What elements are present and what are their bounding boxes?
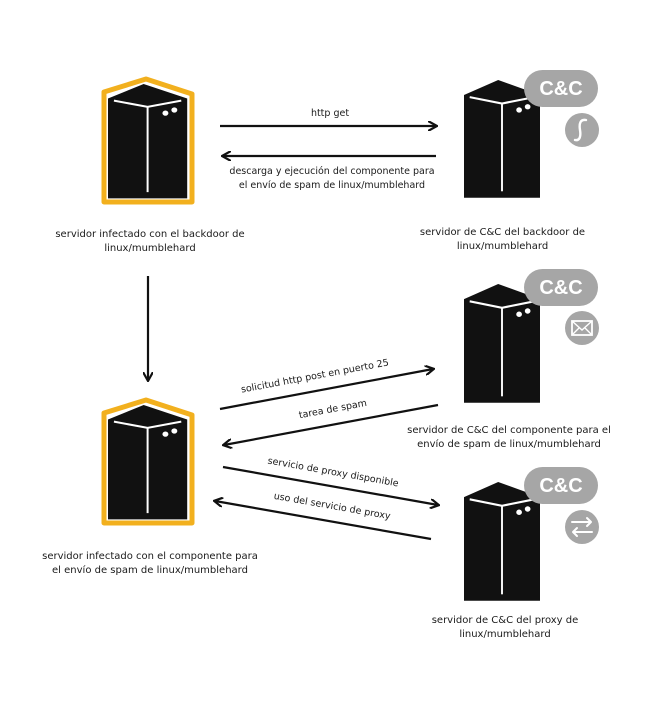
label-cc-proxy-line2: linux/mumblehard xyxy=(459,629,551,640)
arrow-label-download-line2: el envío de spam de linux/mumblehard xyxy=(238,180,426,191)
arrow-proxy-available xyxy=(222,465,438,505)
label-cc-backdoor: servidor de C&C del backdoor de linux/mu… xyxy=(400,226,605,254)
label-cc-spam: servidor de C&C del componente para el e… xyxy=(398,424,620,452)
svg-text:C&C: C&C xyxy=(539,475,582,497)
arrow-label-download: descarga y ejecución del componente para… xyxy=(218,165,446,193)
cc-server-proxy xyxy=(462,480,542,602)
cc-badge-proxy: C&C xyxy=(524,467,598,504)
label-infected-spam-line2: el envío de spam de linux/mumblehard xyxy=(52,565,248,576)
label-cc-backdoor-line2: linux/mumblehard xyxy=(456,241,549,252)
label-cc-proxy: servidor de C&C del proxy de linux/mumbl… xyxy=(405,614,605,642)
label-cc-backdoor-line1: servidor de C&C del backdoor de xyxy=(419,227,586,238)
label-infected-backdoor: servidor infectado con el backdoor de li… xyxy=(40,228,260,256)
arrow-http-post xyxy=(219,369,433,411)
cc-badge-backdoor: C&C xyxy=(524,70,598,107)
label-infected-backdoor-line2: linux/mumblehard xyxy=(104,243,196,254)
script-icon xyxy=(565,113,599,147)
cc-server-spam xyxy=(462,282,542,404)
label-cc-spam-line1: servidor de C&C del componente para el xyxy=(407,425,611,436)
infected-server-spam xyxy=(101,397,195,526)
arrow-label-http-get: http get xyxy=(310,108,350,119)
svg-text:C&C: C&C xyxy=(539,78,582,100)
arrow-proxy-usage xyxy=(215,501,432,541)
arrow-label-download-line1: descarga y ejecución del componente para xyxy=(229,166,435,177)
swap-arrows-icon xyxy=(565,510,599,544)
label-infected-spam: servidor infectado con el componente par… xyxy=(30,550,270,578)
label-cc-spam-line2: envío de spam de linux/mumblehard xyxy=(417,439,601,450)
label-infected-backdoor-line1: servidor infectado con el backdoor de xyxy=(55,229,245,240)
label-cc-proxy-line1: servidor de C&C del proxy de xyxy=(431,615,579,626)
label-infected-spam-line1: servidor infectado con el componente par… xyxy=(42,551,258,562)
infected-server-backdoor xyxy=(101,76,195,205)
arrow-spam-task xyxy=(224,403,439,445)
envelope-icon xyxy=(565,311,599,345)
svg-text:C&C: C&C xyxy=(539,277,582,299)
cc-badge-spam: C&C xyxy=(524,269,598,306)
